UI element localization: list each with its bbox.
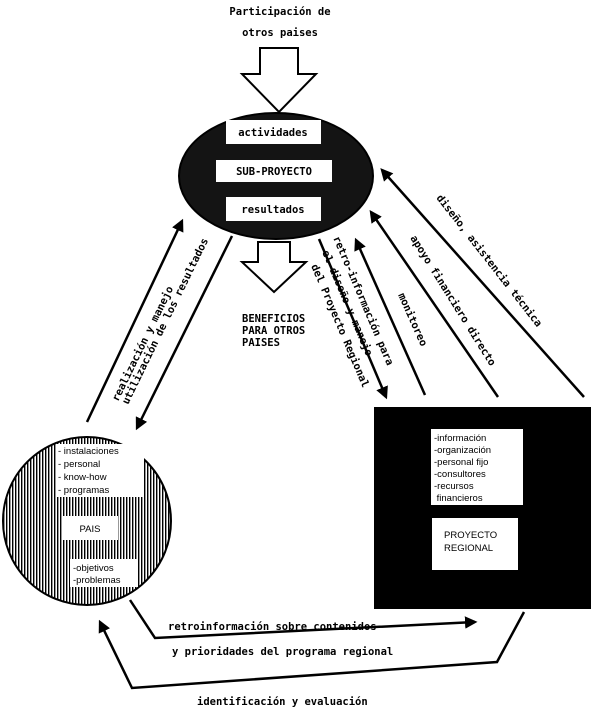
retro-info-arrow — [317, 238, 388, 400]
pais-goal: -objetivos — [73, 563, 114, 574]
results-label: resultados — [241, 204, 304, 216]
utilization-arrow — [135, 235, 234, 431]
financial-arrow — [369, 209, 500, 398]
results-box — [226, 197, 321, 221]
regional-label-line2: REGIONAL — [444, 543, 493, 554]
pais-item: - know-how — [58, 472, 107, 483]
pais-item: - personal — [58, 459, 100, 470]
activities-box — [226, 120, 321, 144]
regional-label-line1: PROYECTO — [444, 530, 497, 541]
benefits-hollow-arrow — [239, 241, 309, 294]
bottom-label-line1: retroinformación sobre contenidos — [168, 621, 377, 633]
benefits-line2: PARA OTROS — [242, 325, 305, 337]
bottom-label-line2: y prioridades del programa regional — [172, 646, 393, 658]
bottom-label-line3: identificación y evaluación — [197, 696, 368, 708]
technical-arrow — [380, 168, 585, 398]
regional-item: -personal fijo — [434, 457, 488, 468]
regional-item: -información — [434, 433, 486, 444]
pais-item: - instalaciones — [58, 446, 119, 457]
monitoring-arrow — [354, 237, 427, 396]
regional-item: -organización — [434, 445, 491, 456]
realization-arrow — [85, 218, 184, 423]
regional-label-box — [432, 518, 518, 570]
top-input-line2: otros paises — [242, 27, 318, 39]
regional-item: -recursos — [434, 481, 474, 492]
pais-label-box — [62, 516, 118, 540]
participation-hollow-arrow — [239, 47, 319, 114]
pais-item: - programas — [58, 485, 109, 496]
content-feedback-arrow — [128, 599, 478, 640]
regional-item: -consultores — [434, 469, 486, 480]
pais-goals-box — [70, 559, 138, 587]
identification-arrow — [98, 611, 526, 690]
regional-item: financieros — [434, 493, 483, 504]
activities-label: actividades — [238, 127, 308, 139]
pais-label: PAIS — [80, 524, 101, 535]
regional-resources-box — [431, 429, 523, 505]
subproject-label: SUB-PROYECTO — [236, 166, 312, 178]
technical-label: diseño, asistencia técnica — [434, 192, 545, 329]
subproject-box — [216, 160, 332, 182]
benefits-line3: PAISES — [242, 337, 280, 349]
pais-goal: -problemas — [73, 575, 121, 586]
top-input-line1: Participación de — [229, 6, 330, 18]
benefits-line1: BENEFICIOS — [242, 313, 305, 325]
pais-resources-box — [56, 444, 144, 497]
